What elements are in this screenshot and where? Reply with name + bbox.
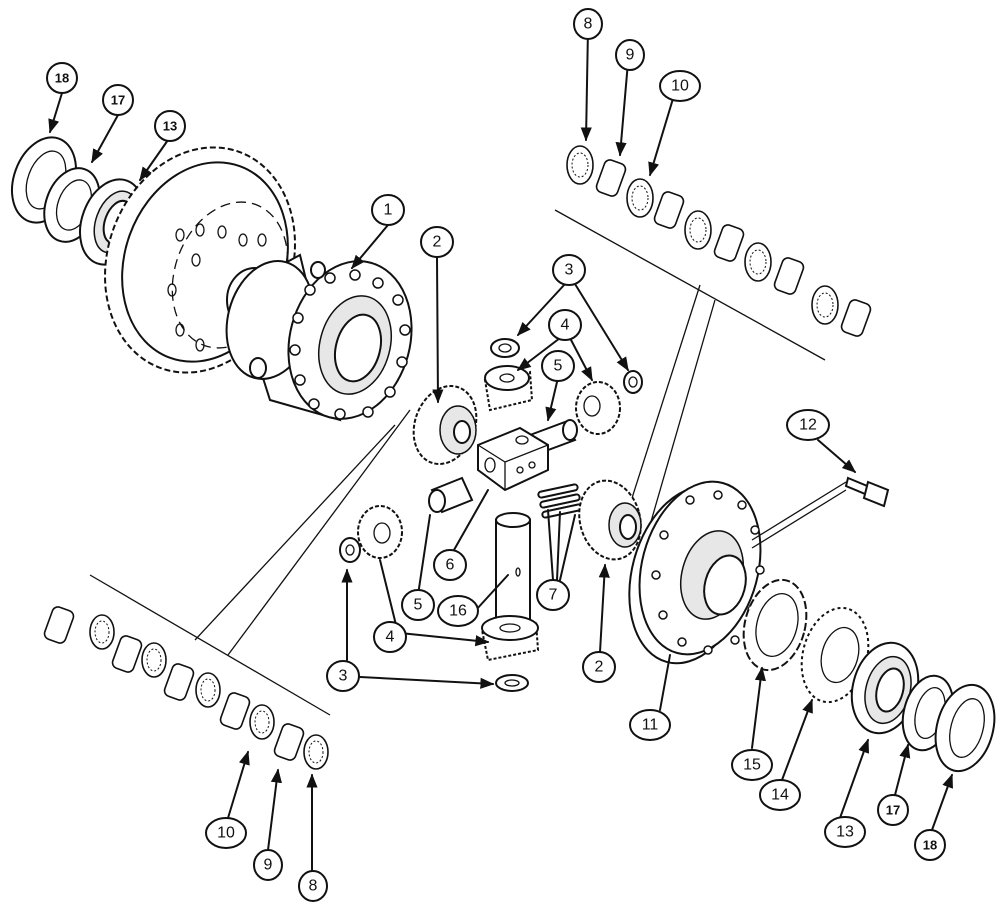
pinion-gear-bottom <box>480 615 540 662</box>
callout-1: 1 <box>371 194 405 226</box>
callout-13-bottom-label: 13 <box>836 824 854 841</box>
leader-lines <box>48 27 953 871</box>
callout-3-lower-label: 3 <box>339 668 348 685</box>
callout-15: 15 <box>731 749 773 781</box>
callout-11-label: 11 <box>642 717 659 734</box>
callout-6-label: 6 <box>446 557 455 574</box>
callout-17-top-label: 17 <box>111 93 125 108</box>
callout-9-top-label: 9 <box>626 47 635 64</box>
callout-8-bottom-label: 8 <box>309 878 318 895</box>
callout-4-lower-label: 4 <box>386 629 395 646</box>
callout-6: 6 <box>433 549 467 581</box>
callout-2-lower-label: 2 <box>595 659 604 676</box>
thrust-washer-bottom <box>495 674 529 692</box>
callout-4-lower: 4 <box>373 621 407 653</box>
callout-9-bottom: 9 <box>253 849 283 881</box>
callout-8-top-label: 8 <box>584 16 593 33</box>
callout-12-label: 12 <box>799 417 817 434</box>
pinion-shaft-long <box>495 512 531 631</box>
callout-8-bottom: 8 <box>298 870 328 902</box>
callout-16: 16 <box>437 595 479 627</box>
side-gear-upper <box>412 385 478 465</box>
differential-case <box>225 253 413 422</box>
callout-5-lower-label: 5 <box>414 597 423 614</box>
callout-10-top: 10 <box>659 70 701 102</box>
cross-block <box>477 426 549 492</box>
side-gear-lower <box>578 479 642 561</box>
callout-9-bottom-label: 9 <box>264 857 273 874</box>
thrust-washer-left <box>339 537 361 563</box>
callout-2-upper: 2 <box>420 226 454 258</box>
callout-10-top-label: 10 <box>671 78 689 95</box>
callout-1-label: 1 <box>384 202 393 219</box>
callout-14: 14 <box>759 779 801 811</box>
callout-8-top: 8 <box>573 8 603 40</box>
callout-7: 7 <box>536 579 570 611</box>
pinion-gear-right <box>575 381 621 435</box>
callout-2-upper-label: 2 <box>433 234 442 251</box>
callout-11: 11 <box>629 709 671 741</box>
washer-18-bottom <box>934 683 996 773</box>
callout-18-bottom-label: 18 <box>923 838 937 853</box>
pinion-gear-top <box>483 365 534 412</box>
callout-10-bottom: 10 <box>205 817 247 849</box>
callout-15-label: 15 <box>743 757 761 774</box>
roll-pins <box>537 483 583 519</box>
callout-2-lower: 2 <box>582 651 616 683</box>
callout-13-bottom: 13 <box>824 816 866 848</box>
callout-10-bottom-label: 10 <box>217 825 235 842</box>
callout-18-bottom: 18 <box>914 829 946 861</box>
callout-5-lower: 5 <box>401 589 435 621</box>
callout-4-upper: 4 <box>548 309 582 341</box>
plate-stack-left <box>43 409 411 770</box>
callout-12: 12 <box>786 409 830 441</box>
callout-5-upper: 5 <box>541 350 575 382</box>
callout-17-top: 17 <box>102 84 134 116</box>
callout-17-bottom-label: 17 <box>886 803 900 818</box>
callout-5-upper-label: 5 <box>554 358 563 375</box>
thrust-washer-right <box>623 370 643 394</box>
bolt-12 <box>751 476 890 549</box>
callout-18-top: 18 <box>46 62 78 94</box>
callout-14-label: 14 <box>771 787 789 804</box>
callout-17-bottom: 17 <box>877 794 909 826</box>
bearing-13-bottom <box>850 641 920 735</box>
pin-short-left <box>428 476 474 514</box>
callout-4-upper-label: 4 <box>561 317 570 334</box>
callout-3-lower: 3 <box>326 660 360 692</box>
plate-stack-right <box>554 145 872 526</box>
pinion-gear-left <box>357 505 403 559</box>
case-half-11 <box>628 480 765 665</box>
callout-16-label: 16 <box>449 603 467 620</box>
callout-18-top-label: 18 <box>55 71 69 86</box>
callout-13-top: 13 <box>154 110 186 142</box>
callout-3-upper-label: 3 <box>565 262 574 279</box>
callout-7-label: 7 <box>549 587 558 604</box>
thrust-washer-top <box>490 338 520 358</box>
callout-13-top-label: 13 <box>163 119 177 134</box>
callout-9-top: 9 <box>615 39 645 71</box>
callout-3-upper: 3 <box>552 254 586 286</box>
